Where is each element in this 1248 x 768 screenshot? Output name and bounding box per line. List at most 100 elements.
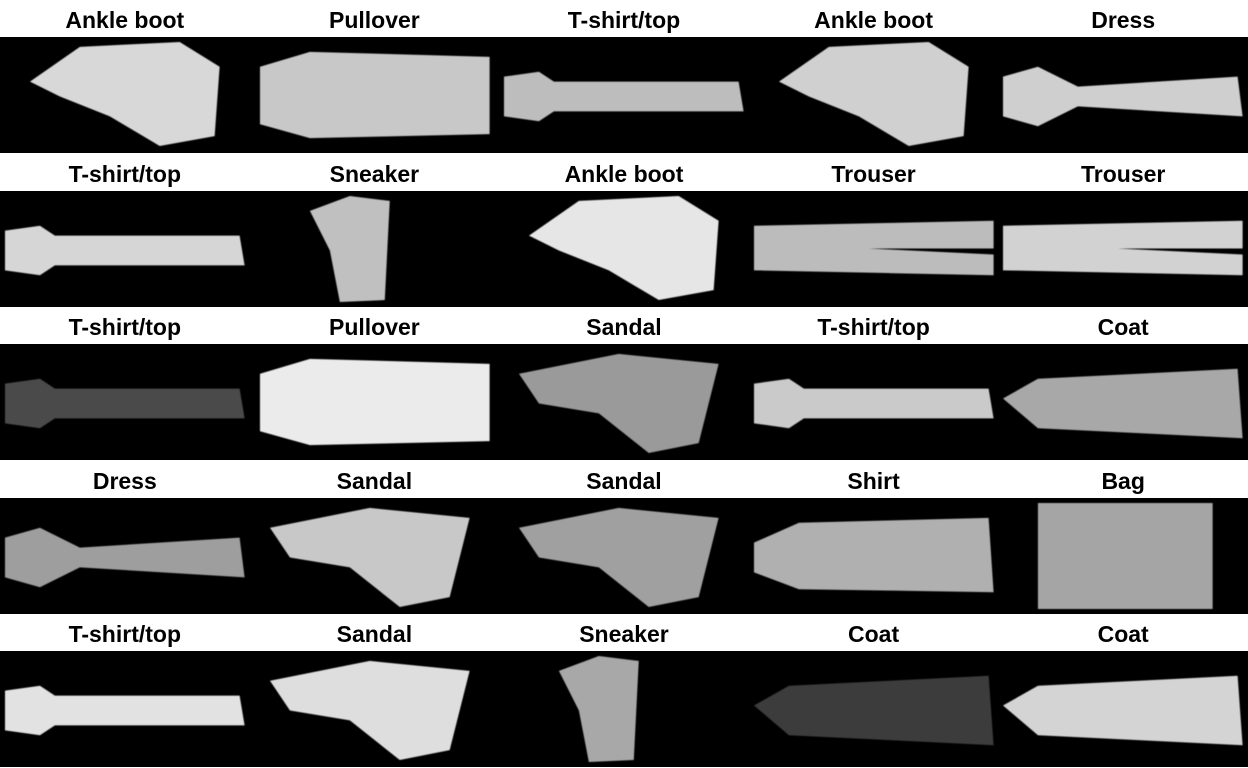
garment-shape [753,517,994,592]
garment-image [0,190,250,307]
image-label: Coat [1097,621,1149,648]
image-label: Ankle boot [814,7,933,33]
garment-shape [1003,368,1243,439]
garment-shape [4,686,245,736]
grid-cell: Pullover [249,0,500,154]
image-label: T-shirt/top [68,621,182,648]
garment-image [249,344,500,461]
garment-image [499,344,749,461]
garment-shape [753,378,994,429]
grid-cell: T-shirt/top [0,614,250,768]
grid-cell: Sneaker [499,614,749,768]
grid-cell: Sneaker [249,154,500,308]
garment-shape [259,51,490,139]
image-label: Sandal [586,467,662,494]
garment-shape [269,661,470,761]
garment-image [748,344,999,461]
image-label: T-shirt/top [817,314,930,341]
image-label: Sandal [336,467,413,494]
grid-cell: T-shirt/top [748,307,999,461]
garment-image [998,497,1248,614]
image-label: Bag [1101,467,1145,494]
garment-shape [4,527,245,588]
image-label: Dress [1091,7,1156,33]
garment-shape [529,195,719,300]
garment-image [748,651,999,768]
grid-cell: Sandal [499,307,749,461]
image-label: Coat [848,621,900,648]
grid-cell: Ankle boot [0,0,250,154]
garment-image [998,190,1248,307]
grid-cell: T-shirt/top [499,0,749,154]
image-label: Trouser [1080,160,1166,187]
grid-cell: Dress [0,461,250,615]
garment-image [249,37,500,153]
grid-cell: Ankle boot [499,154,749,308]
garment-image [998,344,1248,461]
garment-image [748,37,999,153]
grid-cell: Coat [998,307,1248,461]
image-label: Sneaker [579,621,669,648]
garment-image [0,37,250,153]
image-label: Trouser [831,160,916,187]
image-label: Ankle boot [564,160,684,187]
garment-image [249,190,500,307]
grid-cell: Sandal [249,461,500,615]
garment-image [499,651,749,768]
grid-cell: Ankle boot [748,0,999,154]
garment-shape [753,676,994,746]
garment-shape [559,656,639,763]
garment-image [748,190,999,307]
image-label: Pullover [329,314,420,341]
garment-shape [269,507,470,607]
image-label: Sneaker [329,160,420,187]
image-label: Dress [92,467,157,494]
grid-cell: Dress [998,0,1248,154]
garment-shape [4,225,245,275]
garment-shape [504,71,744,122]
garment-image [0,497,250,614]
grid-cell: Pullover [249,307,500,461]
garment-shape [1003,220,1243,275]
garment-image [499,497,749,614]
garment-shape [29,41,220,147]
image-label: Sandal [586,314,662,341]
garment-image [499,37,749,153]
garment-shape [519,354,719,454]
grid-cell: Trouser [748,154,999,308]
image-label: Coat [1097,314,1149,341]
garment-shape [1038,502,1214,609]
garment-image [998,651,1248,768]
image-label: Ankle boot [65,7,185,33]
garment-image [499,190,749,307]
garment-shape [519,507,719,607]
garment-shape [4,378,245,429]
grid-cell: Sandal [499,461,749,615]
grid-cell: Shirt [748,461,999,615]
grid-cell: T-shirt/top [0,307,250,461]
garment-image [0,651,250,768]
grid-cell: Coat [998,614,1248,768]
garment-shape [1003,66,1243,127]
image-label: Pullover [329,7,420,33]
image-label: T-shirt/top [68,160,182,187]
image-label: Shirt [847,467,900,494]
image-label: Sandal [336,621,413,648]
garment-image [249,651,500,768]
grid-cell: Coat [748,614,999,768]
grid-cell: Trouser [998,154,1248,308]
garment-shape [309,195,390,302]
garment-image [249,497,500,614]
garment-shape [753,220,994,275]
garment-shape [778,41,969,147]
garment-image [748,497,999,614]
grid-cell: T-shirt/top [0,154,250,308]
garment-image [998,37,1248,153]
grid-cell: Bag [998,461,1248,615]
image-label: T-shirt/top [68,314,182,341]
grid-cell: Sandal [249,614,500,768]
garment-shape [1003,676,1243,746]
garment-shape [259,359,490,446]
image-label: T-shirt/top [567,7,681,33]
